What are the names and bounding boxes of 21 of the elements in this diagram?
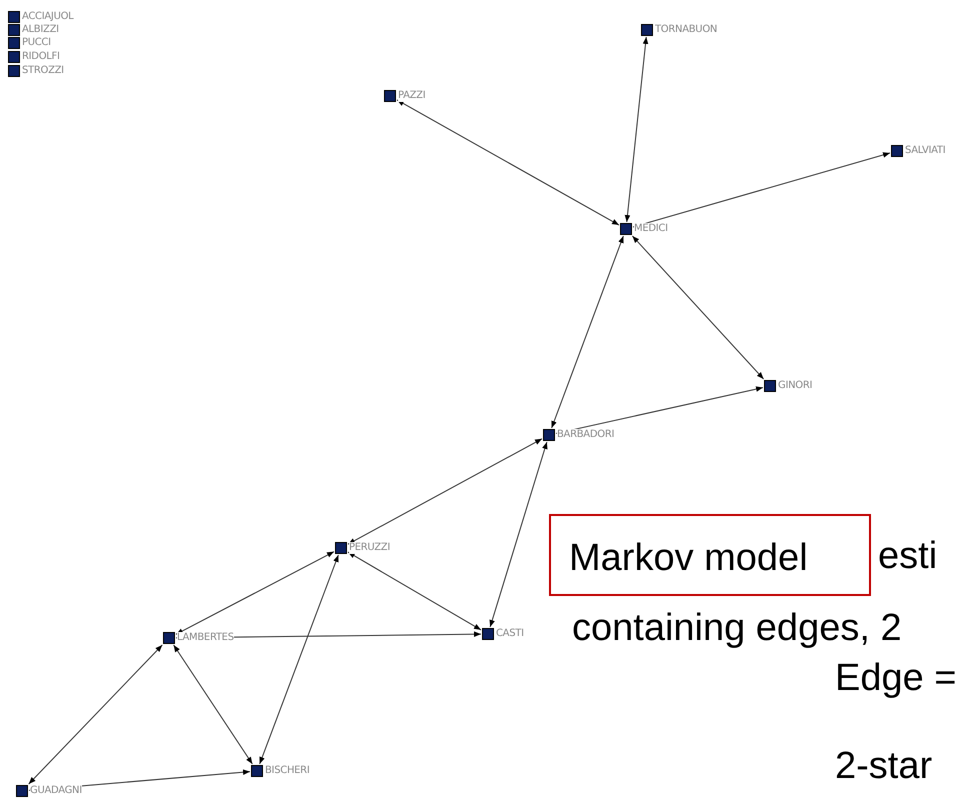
arrow xyxy=(348,438,542,545)
body-text: Edge = xyxy=(835,656,956,700)
arrow xyxy=(624,36,648,222)
arrow xyxy=(551,236,624,428)
arrow xyxy=(259,554,339,764)
arrow xyxy=(632,152,890,228)
arrow xyxy=(173,644,253,764)
arrow xyxy=(28,644,163,784)
body-text: esti xyxy=(878,534,938,578)
highlight-box: Markov model xyxy=(549,514,871,596)
body-text: containing edges, 2 xyxy=(572,606,902,650)
node-label: PAZZI xyxy=(398,90,426,102)
arrow xyxy=(348,552,482,630)
node-label: ACCIAJUOL xyxy=(22,11,74,23)
node-label: PERUZZI xyxy=(349,542,390,554)
arrow xyxy=(556,386,764,434)
body-text: 2-star xyxy=(835,744,932,788)
arrow xyxy=(396,99,620,226)
arrow xyxy=(632,236,764,380)
arrow xyxy=(490,442,548,628)
arrow xyxy=(176,551,334,635)
